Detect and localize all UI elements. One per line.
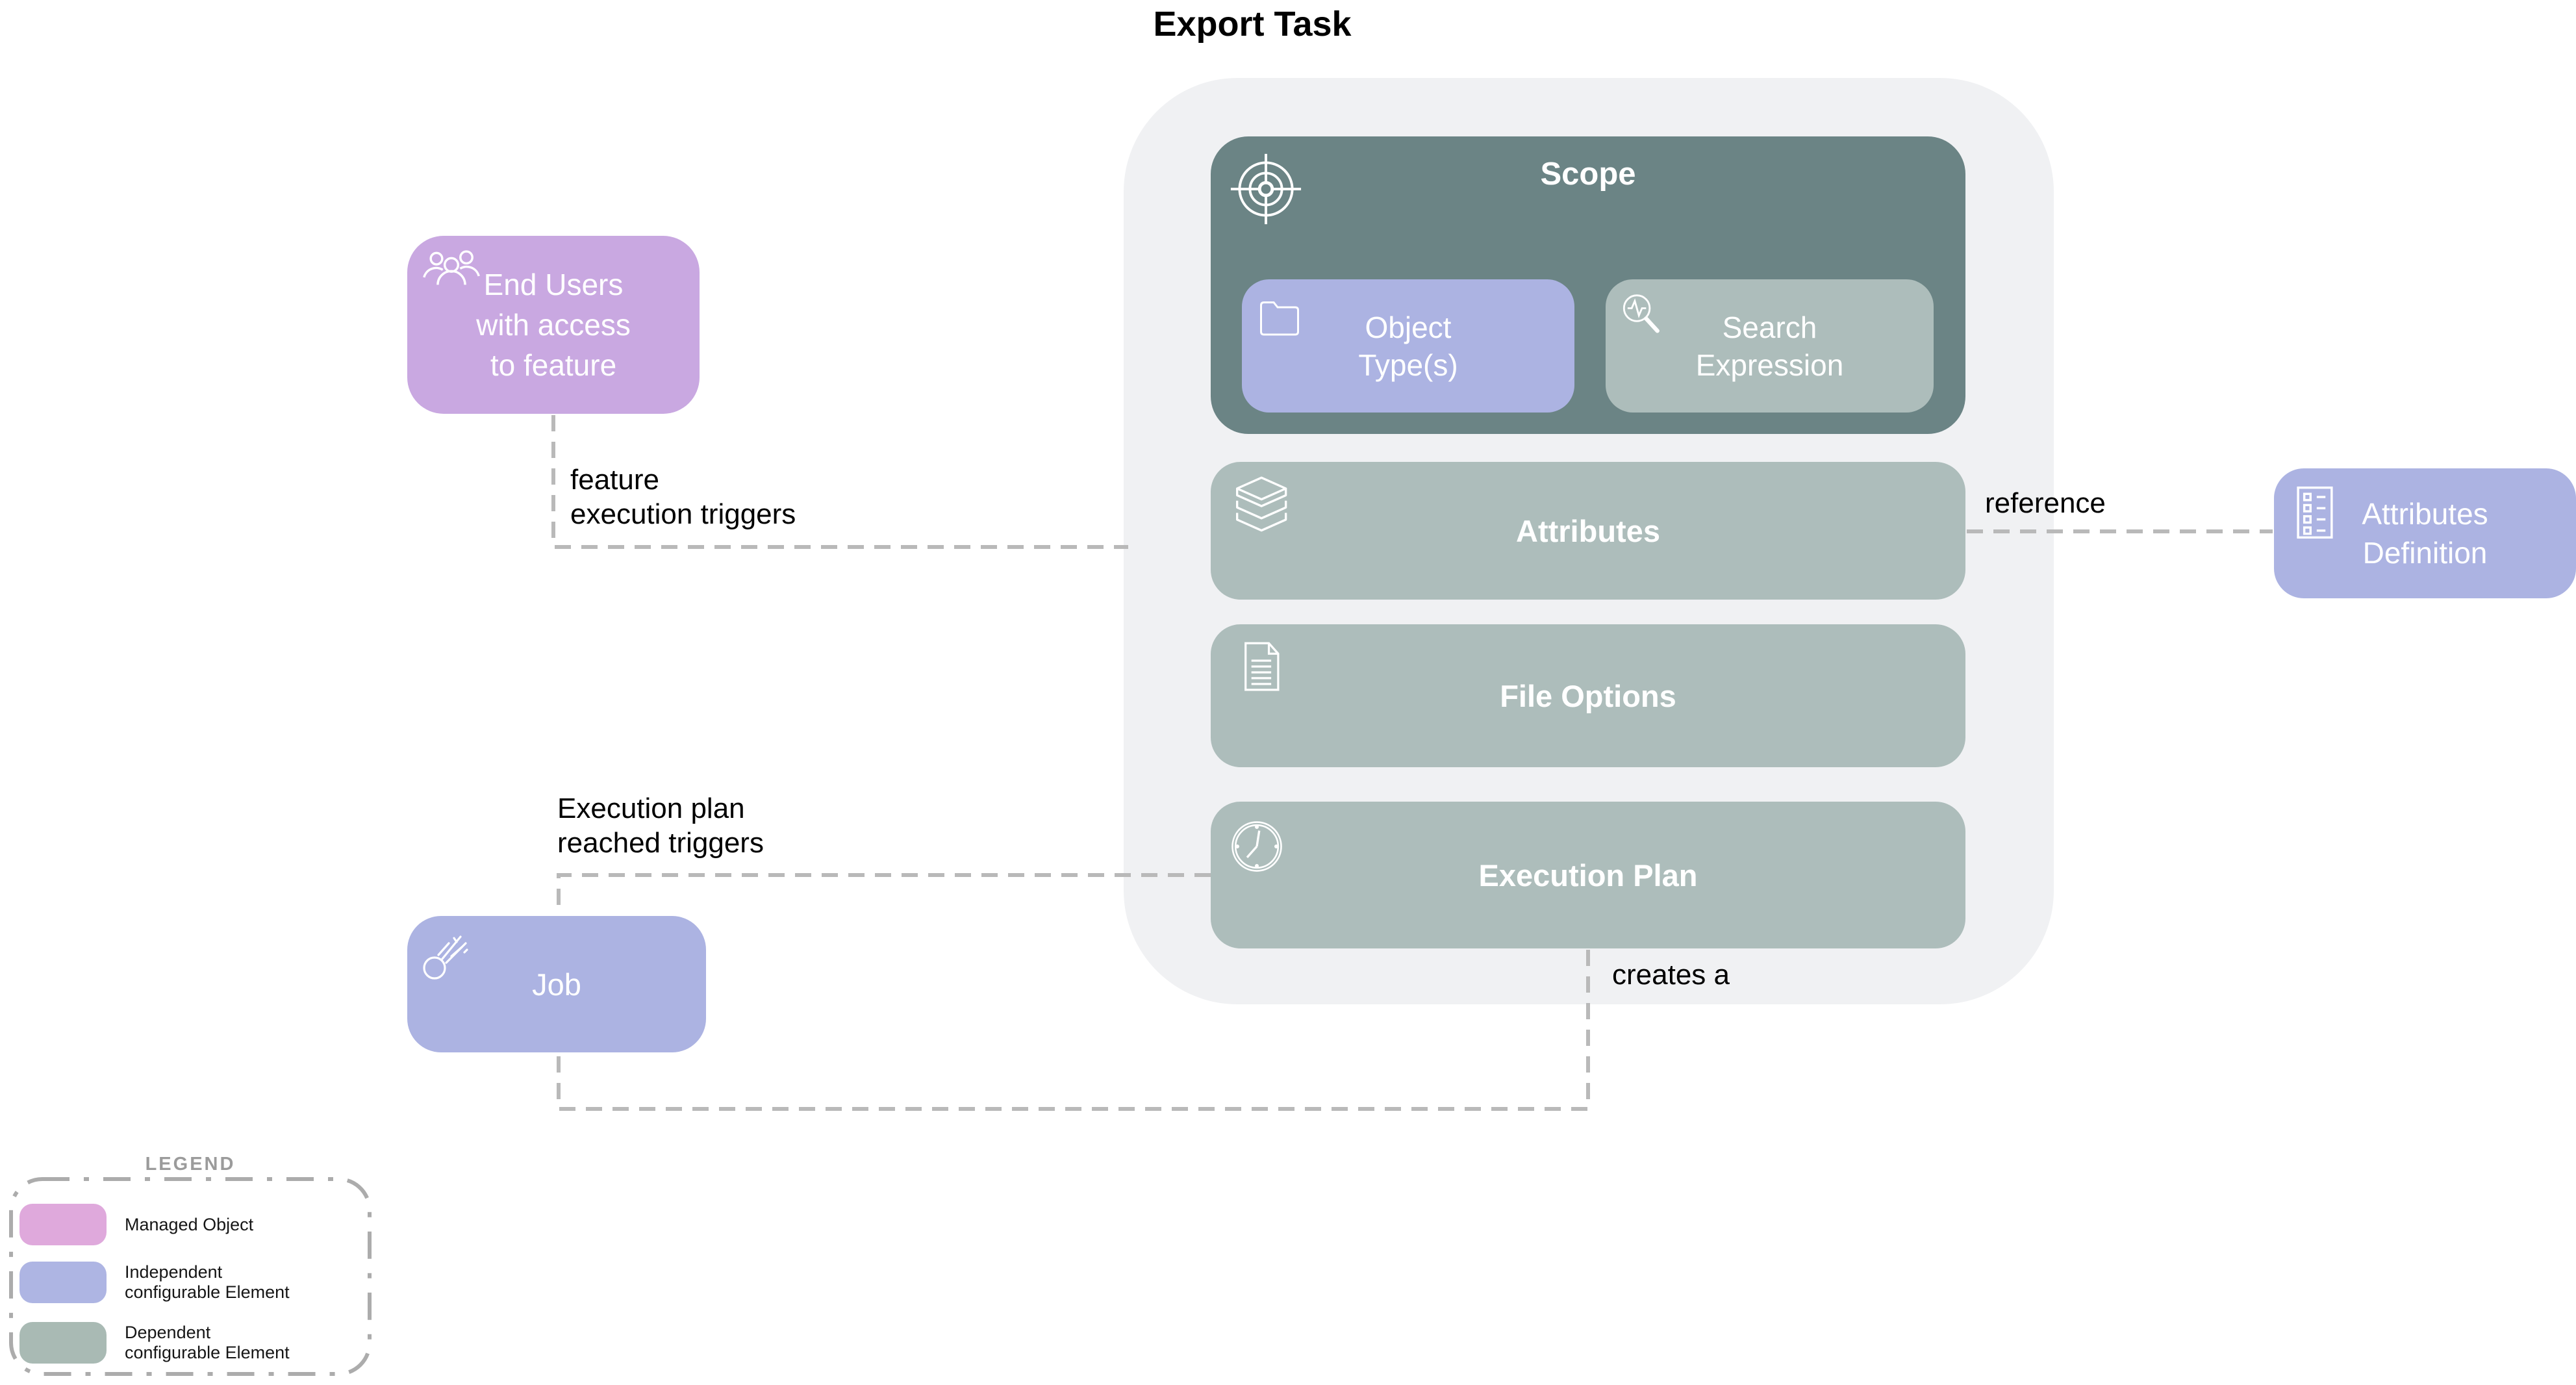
search-expression-line2: Expression	[1695, 348, 1844, 382]
node-attributes: Attributes	[1211, 462, 1965, 600]
books-stack-icon	[1226, 472, 1291, 537]
legend-title: LEGEND	[131, 1154, 250, 1175]
node-scope: Scope Object Type(s) Search	[1211, 136, 1965, 434]
attributes-label: Attributes	[1516, 513, 1660, 548]
node-search-expression: Search Expression	[1606, 279, 1934, 413]
node-attributes-definition: Attributes Definition	[2274, 468, 2576, 598]
search-expression-label: Search Expression	[1696, 309, 1844, 384]
legend-label-managed-object: Managed Object	[125, 1204, 359, 1245]
document-icon	[1233, 639, 1289, 694]
attributes-definition-label: Attributes Definition	[2362, 494, 2488, 572]
legend-managed-line1: Managed Object	[125, 1214, 254, 1234]
legend-swatch-independent-element	[19, 1262, 107, 1303]
feature-trigger-line1: feature	[570, 464, 659, 496]
object-types-label: Object Type(s)	[1358, 309, 1458, 384]
node-job: Job	[407, 916, 706, 1052]
node-execution-plan: Execution Plan	[1211, 802, 1965, 948]
object-types-line2: Type(s)	[1358, 348, 1458, 382]
legend-dependent-line2: configurable Element	[125, 1343, 290, 1362]
label-creates-a: creates a	[1612, 959, 1730, 991]
execution-trigger-line2: reached triggers	[557, 827, 764, 859]
comet-icon	[418, 925, 480, 987]
clock-icon	[1228, 817, 1286, 876]
users-icon	[422, 246, 481, 306]
legend-label-independent-element: Independent configurable Element	[125, 1262, 359, 1303]
end-users-line1: End Users	[483, 268, 624, 301]
legend-dependent-line1: Dependent	[125, 1323, 211, 1342]
legend-swatch-dependent-element	[19, 1322, 107, 1364]
job-label: Job	[532, 967, 581, 1002]
label-execution-plan-reached-triggers: Execution plan reached triggers	[557, 791, 764, 860]
label-feature-execution-triggers: feature execution triggers	[570, 463, 796, 531]
folder-icon	[1256, 294, 1303, 340]
scope-label: Scope	[1540, 157, 1636, 192]
execution-trigger-line1: Execution plan	[557, 793, 745, 824]
search-expression-line1: Search	[1722, 310, 1817, 344]
legend-swatch-managed-object	[19, 1204, 107, 1245]
end-users-label: End Users with access to feature	[476, 264, 631, 385]
attributes-definition-line2: Definition	[2362, 536, 2488, 570]
legend-label-dependent-element: Dependent configurable Element	[125, 1322, 359, 1364]
search-pulse-icon	[1617, 290, 1667, 339]
node-file-options: File Options	[1211, 624, 1965, 767]
end-users-line3: to feature	[490, 348, 617, 382]
attributes-definition-line1: Attributes	[2362, 497, 2488, 531]
node-end-users: End Users with access to feature	[407, 236, 700, 414]
node-object-types: Object Type(s)	[1242, 279, 1574, 413]
checklist-icon	[2284, 483, 2344, 542]
connector-execution-trigger	[557, 873, 1211, 915]
feature-trigger-line2: execution triggers	[570, 498, 796, 530]
file-options-label: File Options	[1500, 678, 1676, 713]
object-types-line1: Object	[1365, 310, 1452, 344]
legend-independent-line1: Independent	[125, 1262, 223, 1282]
end-users-line2: with access	[476, 308, 631, 342]
execution-plan-label: Execution Plan	[1478, 858, 1698, 893]
legend-independent-line2: configurable Element	[125, 1282, 290, 1302]
page-title: Export Task	[1153, 5, 1352, 44]
label-reference: reference	[1985, 487, 2106, 519]
